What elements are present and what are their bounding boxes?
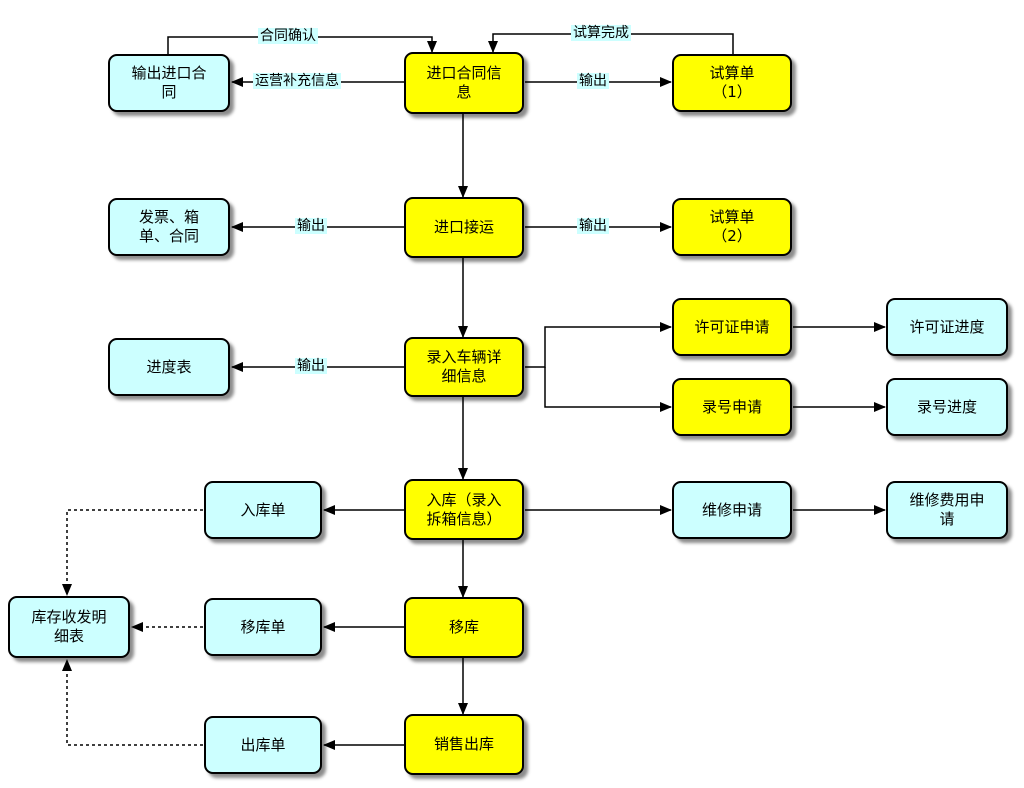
node-import-transport: 进口接运 bbox=[404, 197, 524, 258]
node-inbound-order: 入库单 bbox=[204, 481, 322, 539]
edge-label-output: 输出 bbox=[577, 73, 609, 89]
edge-label-ops-supplement: 运营补充信息 bbox=[253, 73, 341, 89]
edge-vehicle-to-permit bbox=[525, 322, 672, 368]
node-outbound-order: 出库单 bbox=[204, 716, 322, 774]
node-plate-apply: 录号申请 bbox=[672, 378, 792, 436]
edge-inbound-to-ledger bbox=[62, 509, 203, 596]
node-trial-calc-1: 试算单 （1） bbox=[672, 54, 792, 112]
node-stock-ledger: 库存收发明 细表 bbox=[8, 596, 130, 658]
edge-label-trial-complete: 试算完成 bbox=[571, 25, 631, 41]
node-transfer: 移库 bbox=[404, 597, 524, 658]
edge-vehicle-to-plate bbox=[544, 367, 672, 412]
node-output-contract: 输出进口合 同 bbox=[108, 54, 230, 112]
node-permit-apply: 许可证申请 bbox=[672, 298, 792, 356]
node-sales-out: 销售出库 bbox=[404, 714, 524, 775]
node-vehicle-detail: 录入车辆详 细信息 bbox=[404, 337, 524, 397]
node-transfer-order: 移库单 bbox=[204, 598, 322, 656]
edge-label-output: 输出 bbox=[577, 218, 609, 234]
node-invoice-docs: 发票、箱 单、合同 bbox=[108, 198, 230, 256]
node-progress-table: 进度表 bbox=[108, 338, 230, 396]
edge-label-output: 输出 bbox=[295, 218, 327, 234]
edge-outbound-to-ledger bbox=[62, 659, 203, 746]
node-trial-calc-2: 试算单 （2） bbox=[672, 198, 792, 256]
edge-label-output: 输出 bbox=[295, 358, 327, 374]
node-repair-apply: 维修申请 bbox=[672, 481, 792, 539]
node-permit-progress: 许可证进度 bbox=[886, 298, 1008, 356]
node-repair-cost-apply: 维修费用申 请 bbox=[886, 481, 1008, 539]
node-warehouse-in: 入库（录入 拆箱信息） bbox=[404, 479, 524, 540]
node-import-contract-info: 进口合同信 息 bbox=[404, 52, 524, 114]
edge-label-contract-confirm: 合同确认 bbox=[258, 28, 318, 44]
node-plate-progress: 录号进度 bbox=[886, 378, 1008, 436]
